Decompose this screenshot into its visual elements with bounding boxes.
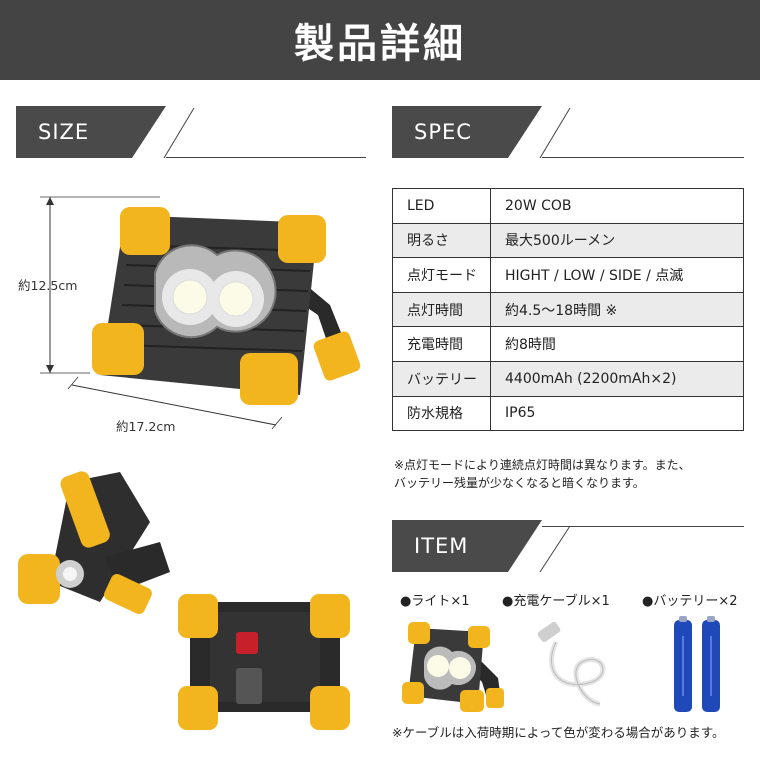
spec-header-slash: [539, 107, 571, 158]
spec-value: 20W COB: [490, 188, 744, 224]
size-header-line: [166, 157, 366, 158]
item-label-light: ●ライト×1: [400, 594, 470, 609]
cable-note: ※ケーブルは入荷時期によって色が変わる場合があります。: [392, 725, 725, 740]
item-light-illustration: [402, 622, 504, 712]
page-banner: 製品詳細: [0, 0, 760, 80]
page-title: 製品詳細: [294, 21, 466, 67]
height-dimension-label: 約12.5cm: [18, 278, 78, 293]
spec-value: 約8時間: [490, 326, 744, 362]
item-header-slash: [539, 525, 571, 572]
item-section-header: ITEM: [392, 520, 744, 572]
item-header-line: [542, 526, 744, 527]
spec-note-line-1: ※点灯モードにより連続点灯時間は異なります。また、: [394, 458, 691, 472]
light-side-illustration: [18, 471, 170, 615]
light-front-illustration: [40, 196, 361, 430]
item-tab: ITEM: [392, 520, 542, 572]
spec-header-line: [542, 157, 744, 158]
width-dimension-label: 約17.2cm: [116, 419, 176, 434]
spec-key: 明るさ: [392, 222, 491, 259]
spec-key: バッテリー: [392, 360, 491, 397]
spec-section-header: SPEC: [392, 106, 744, 158]
spec-row: 点灯時間約4.5〜18時間 ※: [392, 291, 744, 328]
spec-key: 点灯モード: [392, 257, 491, 293]
size-tab: SIZE: [16, 106, 166, 158]
spec-value: HIGHT / LOW / SIDE / 点滅: [490, 257, 744, 293]
spec-note-line-2: バッテリー残量が少なくなると暗くなります。: [394, 476, 645, 490]
light-rear-illustration: [178, 594, 350, 730]
item-battery-illustration: [674, 616, 720, 712]
spec-row: 明るさ最大500ルーメン: [392, 222, 744, 259]
spec-key: LED: [392, 188, 491, 224]
size-section-header: SIZE: [16, 106, 366, 158]
spec-key: 充電時間: [392, 326, 491, 362]
spec-note: ※点灯モードにより連続点灯時間は異なります。また、 バッテリー残量が少なくなると…: [394, 456, 691, 492]
spec-value: 約4.5〜18時間 ※: [490, 291, 744, 328]
item-label-battery: ●バッテリー×2: [642, 594, 738, 609]
spec-row: 充電時間約8時間: [392, 326, 744, 362]
spec-value: IP65: [490, 395, 744, 432]
item-label-cable: ●充電ケーブル×1: [502, 594, 610, 609]
item-cable-illustration: [537, 621, 606, 707]
spec-value: 最大500ルーメン: [490, 222, 744, 259]
spec-tab: SPEC: [392, 106, 542, 158]
spec-key: 防水規格: [392, 395, 491, 432]
size-header-slash: [163, 107, 195, 158]
spec-value: 4400mAh (2200mAh×2): [490, 360, 744, 397]
spec-key: 点灯時間: [392, 291, 491, 328]
